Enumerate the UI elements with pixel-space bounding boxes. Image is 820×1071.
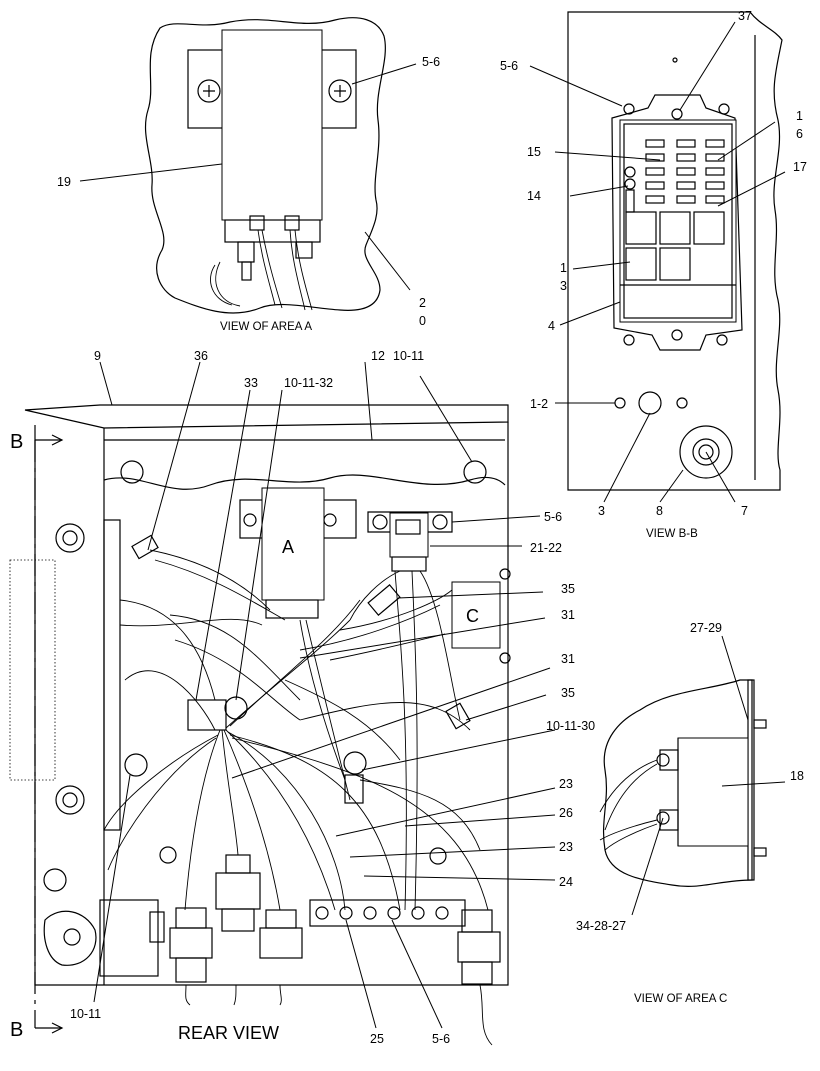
callout-bb-cover: 4 <box>548 319 555 333</box>
wiring-harness <box>103 549 489 911</box>
view-area-c: 27-29 18 34-28-27 VIEW OF AREA C <box>576 621 804 1005</box>
callout-bb-switch-a: 8 <box>656 504 663 518</box>
caption-rear-view: REAR VIEW <box>178 1023 279 1043</box>
callout-a-harness-b: 0 <box>419 314 426 328</box>
cabinet-outline <box>34 422 509 986</box>
callout-bb-relays-a: 1 <box>560 261 567 275</box>
screw-left <box>197 79 221 103</box>
callout-rear-relay: 21-22 <box>530 541 562 555</box>
callout-bb-switch-b: 7 <box>741 504 748 518</box>
callout-rear-wire-c: 23 <box>559 840 573 854</box>
callout-rear-panel: 9 <box>94 349 101 363</box>
section-mark-bottom: B <box>10 1019 23 1041</box>
bottom-connectors <box>99 854 501 985</box>
callout-bb-fuse-holder: 14 <box>527 189 541 203</box>
callout-rear-grommet-clip: 10-11-32 <box>284 376 333 390</box>
callout-a-fasteners: 5-6 <box>422 55 440 69</box>
component-a <box>261 487 325 601</box>
callout-c-resistor: 18 <box>790 769 804 783</box>
callout-bb-top: 37 <box>738 9 752 23</box>
callout-rear-bolts: 5-6 <box>544 510 562 524</box>
relay-grid <box>625 211 725 281</box>
module-19-body <box>221 29 323 221</box>
view-area-a: 5-6 19 2 0 VIEW OF AREA A <box>57 17 440 333</box>
callout-rear-grommet-tr: 10-11 <box>393 349 424 363</box>
grommet <box>343 751 367 775</box>
terminal-strip <box>309 899 466 927</box>
hinge-bottom <box>55 785 85 815</box>
relay-bracket <box>367 511 453 533</box>
callout-rear-tie-a: 35 <box>561 582 575 596</box>
area-a-breakout-outline <box>144 17 386 314</box>
clip <box>187 699 227 731</box>
callout-rear-bracket: 12 <box>371 349 385 363</box>
area-c-breakout-outline <box>602 679 753 887</box>
caption-view-bb: VIEW B-B <box>646 528 698 540</box>
callout-rear-terminal-strip: 25 <box>370 1032 384 1046</box>
view-bb-panel-outline <box>567 11 783 491</box>
fuse-box-bracket <box>611 94 743 351</box>
callout-bb-relay-label: 17 <box>793 160 807 174</box>
callout-rear-tie-d: 35 <box>561 686 575 700</box>
grommet <box>120 460 144 484</box>
fuse-strip <box>645 139 725 204</box>
grommet <box>124 753 148 777</box>
callout-bb-relays-b: 3 <box>560 279 567 293</box>
screw <box>671 108 683 120</box>
callout-rear-wire-a: 23 <box>559 777 573 791</box>
callout-rear-wire-d: 24 <box>559 875 573 889</box>
callout-rear-tie-b: 31 <box>561 608 575 622</box>
connector-block <box>224 219 321 243</box>
screw <box>623 103 635 115</box>
callout-bb-plug: 3 <box>598 504 605 518</box>
view-bb: 37 5-6 1 6 17 15 14 1 3 4 1-2 3 8 7 VIEW… <box>500 9 807 540</box>
grommet <box>463 460 487 484</box>
top-panel <box>24 404 509 429</box>
screw <box>718 103 730 115</box>
section-mark-top: B <box>10 431 23 453</box>
rear-view: B B A C <box>9 349 595 1046</box>
callout-bb-right-b: 6 <box>796 127 803 141</box>
callout-rear-tie-c: 31 <box>561 652 575 666</box>
callout-rear-grommet-clip-b: 10-11-30 <box>546 719 595 733</box>
switch-base <box>679 425 733 479</box>
plug <box>638 391 662 415</box>
callout-rear-grommet-bl: 10-11 <box>70 1007 101 1021</box>
component-c <box>451 581 501 649</box>
callout-rear-strip-bolts: 5-6 <box>432 1032 450 1046</box>
caption-view-area-a: VIEW OF AREA A <box>220 321 312 333</box>
bolt <box>614 397 626 409</box>
callout-a-harness-a: 2 <box>419 296 426 310</box>
callout-c-bottom: 34-28-27 <box>576 919 626 933</box>
callout-bb-bolt: 1-2 <box>530 397 548 411</box>
caption-view-area-c: VIEW OF AREA C <box>634 993 727 1005</box>
callout-rear-wire-b: 26 <box>559 806 573 820</box>
callout-rear-clip-left: 33 <box>244 376 258 390</box>
callout-rear-clip-top: 36 <box>194 349 208 363</box>
fuse-box <box>619 119 737 323</box>
screw-right <box>328 79 352 103</box>
hinge-top <box>55 523 85 553</box>
area-marker-c: C <box>466 606 479 626</box>
callout-bb-fasteners: 5-6 <box>500 59 518 73</box>
callout-a-module: 19 <box>57 175 71 189</box>
resistor-18 <box>677 737 749 847</box>
callout-bb-right-a: 1 <box>796 109 803 123</box>
callout-c-bolts: 27-29 <box>690 621 722 635</box>
key-switch <box>692 438 720 466</box>
callout-bb-fuse-strip: 15 <box>527 145 541 159</box>
latch <box>43 910 97 966</box>
area-marker-a: A <box>282 537 294 557</box>
